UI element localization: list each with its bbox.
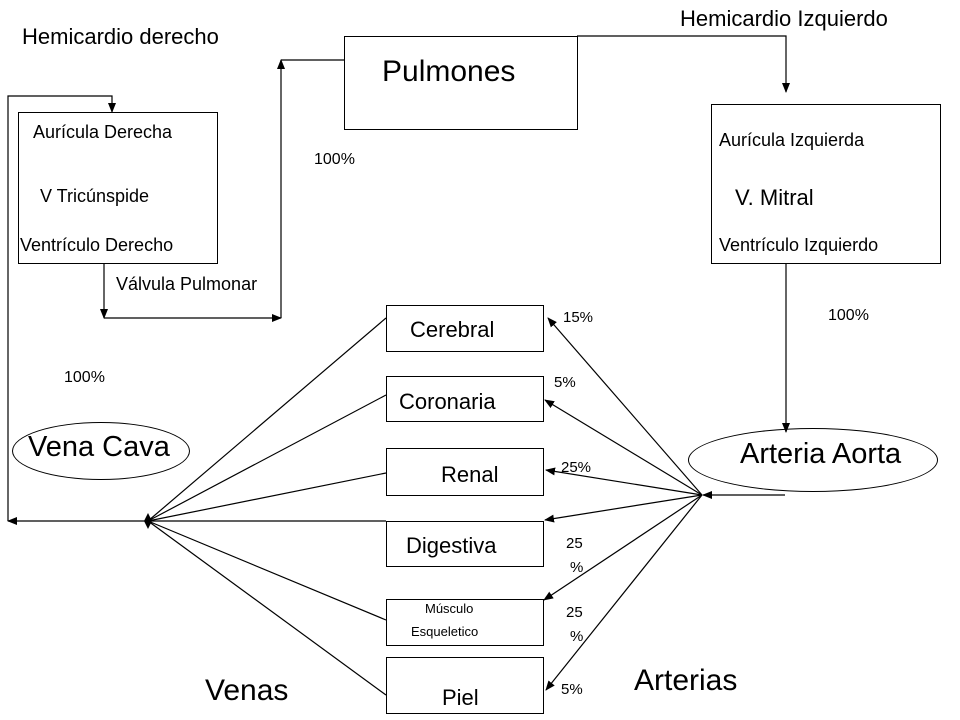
artery-branch-cerebral	[547, 317, 703, 496]
organ-box-musculo: Músculo Esqueletico	[386, 599, 544, 646]
lungs-label: Pulmones	[382, 55, 516, 88]
organ-label-musculo-line1: Músculo	[425, 601, 474, 616]
pulmonary-valve-label: Válvula Pulmonar	[116, 274, 258, 294]
percent-musculo-line1: 25	[566, 604, 583, 621]
mitral-valve-label: V. Mitral	[735, 185, 814, 210]
pulmonary-vein-line	[577, 35, 790, 93]
organ-box-renal: Renal	[386, 448, 544, 496]
vena-cava-to-right-atrium-line	[7, 95, 116, 521]
organ-label-digestiva: Digestiva	[406, 533, 497, 558]
vein-branch-piel	[147, 520, 387, 696]
vena-cava-label: Vena Cava	[28, 431, 170, 463]
organ-box-piel: Piel	[386, 657, 544, 714]
vena-cava-percent: 100%	[64, 369, 105, 386]
right-heart-heading: Hemicardio derecho	[22, 24, 219, 49]
organ-label-piel: Piel	[442, 685, 479, 710]
left-heart-box	[711, 104, 941, 264]
arteries-label: Arterias	[634, 664, 738, 697]
percent-digestiva-line1: 25	[566, 535, 583, 552]
vein-branch-coronaria	[147, 394, 387, 522]
vein-branch-musculo	[147, 520, 387, 621]
organ-label-cerebral: Cerebral	[410, 317, 495, 342]
percent-renal: 25%	[561, 459, 592, 476]
artery-branch-coronaria	[544, 399, 703, 496]
organ-label-musculo-line2: Esqueletico	[411, 624, 479, 639]
aorta-oval	[688, 428, 938, 492]
artery-branch-piel	[545, 494, 703, 691]
tricuspid-valve-label: V Tricúnspide	[40, 186, 150, 206]
percent-coronaria: 5%	[554, 374, 576, 391]
right-heart-box	[18, 112, 218, 264]
percent-musculo-line2: %	[570, 628, 584, 645]
venous-collector-node	[144, 513, 152, 529]
left-ventricle-label: Ventrículo Izquierdo	[719, 235, 879, 255]
left-heart-heading: Hemicardio Izquierdo	[680, 6, 888, 31]
lungs-box: Pulmones	[344, 36, 578, 130]
organ-box-cerebral: Cerebral	[386, 305, 544, 352]
organ-label-renal: Renal	[441, 462, 499, 487]
artery-branch-renal	[545, 467, 703, 496]
aorta-percent: 100%	[828, 307, 869, 324]
artery-branch-musculo	[543, 494, 703, 601]
right-atrium-label: Aurícula Derecha	[33, 122, 173, 142]
veins-label: Venas	[205, 674, 289, 707]
vein-branch-renal	[147, 472, 387, 522]
artery-branch-digestiva	[544, 494, 703, 523]
organ-box-digestiva: Digestiva	[386, 521, 544, 567]
right-ventricle-label: Ventrículo Derecho	[20, 235, 174, 255]
percent-digestiva-line2: %	[570, 559, 584, 576]
vein-branch-cerebral	[147, 317, 387, 522]
aorta-label: Arteria Aorta	[740, 438, 902, 470]
left-atrium-label: Aurícula Izquierda	[719, 130, 865, 150]
percent-piel: 5%	[561, 681, 583, 698]
vena-cava-oval	[12, 422, 190, 480]
percent-cerebral: 15%	[563, 309, 594, 326]
organ-label-coronaria: Coronaria	[399, 389, 496, 414]
lungs-percent: 100%	[314, 151, 355, 168]
organ-box-coronaria: Coronaria	[386, 376, 544, 422]
